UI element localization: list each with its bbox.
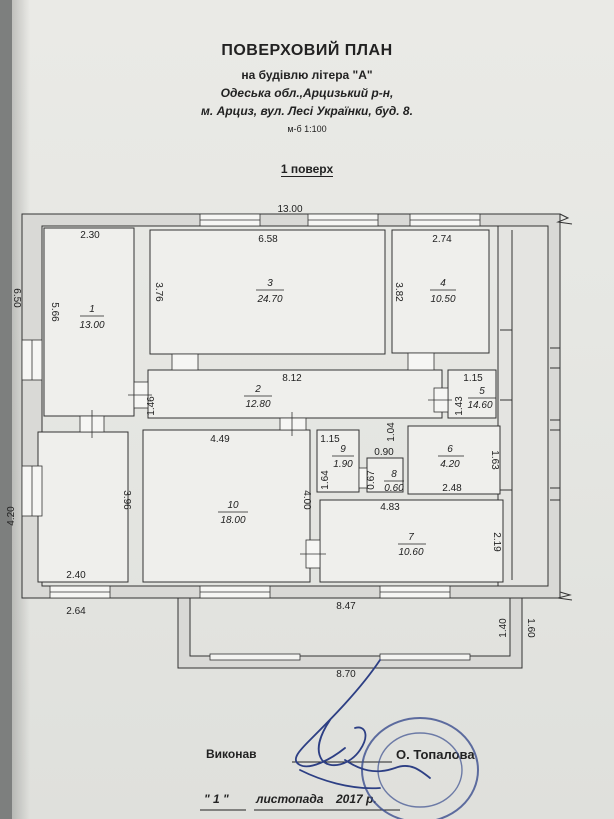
room-7-id: 7 bbox=[408, 532, 414, 543]
dim-corridor-height: 1.46 bbox=[146, 396, 157, 416]
dim-total-width: 13.00 bbox=[277, 204, 302, 215]
room-1-area: 13.00 bbox=[79, 320, 104, 331]
dim-room6-left: 1.04 bbox=[386, 422, 397, 442]
room-labels: 1 13.00 3 24.70 4 10.50 2 12.80 5 14.60 … bbox=[79, 278, 496, 558]
room-10-id: 10 bbox=[227, 500, 239, 511]
dimension-labels: 13.00 2.30 6.58 2.74 8.12 1.15 4.49 1.15… bbox=[6, 204, 536, 680]
dim-terrace-width: 8.47 bbox=[336, 601, 356, 612]
performed-label: Виконав bbox=[206, 747, 257, 761]
room-9-area: 1.90 bbox=[333, 459, 353, 470]
dim-lower-left-height: 4.20 bbox=[6, 506, 17, 526]
dim-room9-height: 1.64 bbox=[320, 470, 331, 490]
room-7-area: 10.60 bbox=[398, 547, 423, 558]
dim-room4-width: 2.74 bbox=[432, 234, 452, 245]
right-extension-walls bbox=[497, 225, 560, 587]
rooms bbox=[37, 227, 504, 583]
room-3-id: 3 bbox=[267, 278, 273, 289]
scale-label: м-б 1:100 bbox=[287, 124, 327, 134]
dim-room4-height: 3.82 bbox=[393, 282, 404, 302]
doors bbox=[79, 352, 452, 569]
room-1 bbox=[43, 227, 135, 417]
dim-room10-width: 4.49 bbox=[210, 434, 230, 445]
stamp-seal bbox=[361, 717, 479, 819]
room-9 bbox=[316, 429, 360, 493]
room-8 bbox=[366, 457, 404, 493]
dim-lower-left-outer-width: 2.64 bbox=[66, 606, 86, 617]
room-7 bbox=[319, 499, 504, 583]
dim-terrace-outer-depth: 1.60 bbox=[525, 618, 536, 638]
dim-room7-height: 2.19 bbox=[491, 532, 502, 552]
dim-lower-left-room-height: 3.96 bbox=[121, 490, 132, 510]
room-4-area: 10.50 bbox=[430, 294, 455, 305]
room-10-area: 18.00 bbox=[220, 515, 245, 526]
windows bbox=[21, 213, 481, 599]
dim-room8-height: 0.67 bbox=[366, 470, 377, 490]
dim-room5-height: 1.43 bbox=[454, 396, 465, 416]
room-3 bbox=[149, 229, 386, 355]
room-3-area: 24.70 bbox=[256, 294, 282, 305]
room-6-area: 4.20 bbox=[440, 459, 460, 470]
dim-room6-height: 1.63 bbox=[489, 450, 500, 470]
room-8-area: 0.60 bbox=[384, 483, 404, 494]
date-day: " 1 " bbox=[204, 792, 229, 806]
plan-subtitle: на будівлю літера "А" bbox=[241, 68, 373, 82]
room-2-corridor bbox=[147, 369, 443, 419]
room-6-id: 6 bbox=[447, 444, 453, 455]
room-lower-left bbox=[37, 431, 129, 583]
dim-room3-width: 6.58 bbox=[258, 234, 278, 245]
address-line-2: м. Арциз, вул. Лесі Українки, буд. 8. bbox=[201, 104, 413, 118]
dim-room6-width: 2.48 bbox=[442, 483, 462, 494]
room-8-id: 8 bbox=[391, 469, 397, 480]
room-9-id: 9 bbox=[340, 444, 346, 455]
dim-room5-width: 1.15 bbox=[463, 373, 483, 384]
handwritten-signature bbox=[295, 659, 431, 790]
room-2-area: 12.80 bbox=[245, 399, 270, 410]
dim-room1-width: 2.30 bbox=[80, 230, 100, 241]
plan-title: ПОВЕРХОВИЙ ПЛАН bbox=[221, 42, 393, 59]
room-10 bbox=[142, 429, 311, 583]
room-5-area: 14.60 bbox=[467, 400, 492, 411]
dim-room1-height: 5.66 bbox=[49, 302, 60, 322]
room-4-id: 4 bbox=[440, 278, 446, 289]
dim-corridor-width: 8.12 bbox=[282, 373, 302, 384]
floor-label: 1 поверх bbox=[280, 162, 334, 177]
room-2-id: 2 bbox=[254, 384, 261, 395]
performer-name: О. Топалова bbox=[396, 747, 475, 762]
date-month: листопада bbox=[256, 792, 324, 806]
room-6 bbox=[407, 425, 501, 495]
dim-room7-width: 4.83 bbox=[380, 502, 400, 513]
dim-terrace-depth: 1.40 bbox=[498, 618, 509, 638]
date-year: 2017 р. bbox=[336, 792, 377, 806]
room-5-id: 5 bbox=[479, 386, 485, 397]
dim-room10-height: 4.00 bbox=[301, 490, 312, 510]
room-4 bbox=[391, 229, 490, 354]
room-1-id: 1 bbox=[89, 304, 95, 315]
dim-lower-left-room-width: 2.40 bbox=[66, 570, 86, 581]
dim-terrace-outer-width: 8.70 bbox=[336, 669, 356, 680]
dim-room8-width: 0.90 bbox=[374, 447, 394, 458]
dim-room9-width: 1.15 bbox=[320, 434, 340, 445]
address-line-1: Одеська обл.,Арцизький р-н, bbox=[220, 86, 394, 100]
dim-left-height: 6.50 bbox=[11, 288, 22, 308]
dim-room3-height: 3.76 bbox=[153, 282, 164, 302]
